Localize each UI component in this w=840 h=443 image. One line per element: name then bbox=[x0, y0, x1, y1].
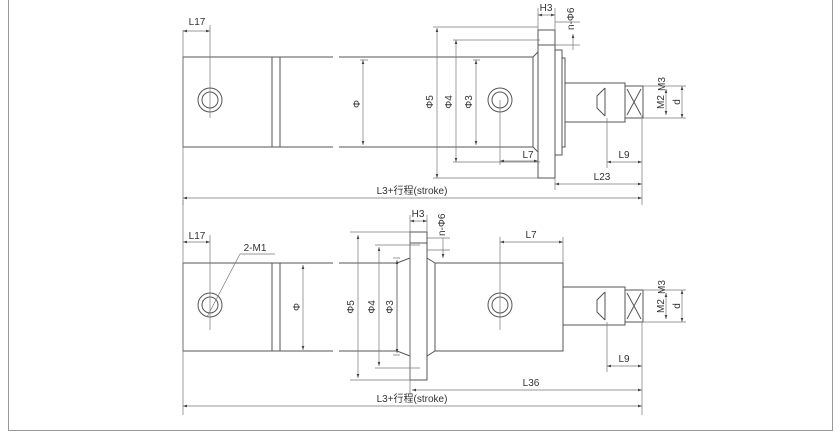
label-L17: L17 bbox=[189, 17, 206, 28]
label-n-phi6: n-Φ6 bbox=[566, 7, 577, 30]
bottom-dimensions bbox=[182, 200, 686, 415]
label-M3: M3 bbox=[657, 280, 668, 294]
label-H3: H3 bbox=[540, 3, 553, 14]
label-d: d bbox=[672, 99, 683, 105]
bottom-labels: L17 2-M1 H3 n-Φ6 Φ Φ5 Φ4 Φ3 L7 L9 L36 L3… bbox=[189, 209, 683, 405]
label-phi4: Φ4 bbox=[367, 300, 378, 314]
label-L7: L7 bbox=[525, 230, 537, 241]
label-M2: M2 bbox=[656, 95, 667, 109]
label-d: d bbox=[672, 303, 683, 309]
label-L17: L17 bbox=[189, 231, 206, 242]
label-L36: L36 bbox=[523, 378, 540, 389]
frame bbox=[8, 0, 833, 431]
label-L3-stroke: L3+行程(stroke) bbox=[377, 184, 448, 197]
label-phi5: Φ5 bbox=[425, 95, 436, 109]
label-n-phi6: n-Φ6 bbox=[437, 213, 448, 236]
label-M2: M2 bbox=[656, 299, 667, 313]
label-phi: Φ bbox=[292, 303, 303, 311]
label-phi5: Φ5 bbox=[346, 300, 357, 314]
label-H3: H3 bbox=[412, 209, 425, 220]
top-labels: L17 H3 n-Φ6 Φ Φ5 Φ4 Φ3 L7 L9 L23 L3+行程(s… bbox=[189, 3, 683, 197]
top-dimensions bbox=[182, 8, 686, 205]
label-M3: M3 bbox=[657, 77, 668, 91]
label-L9: L9 bbox=[618, 354, 630, 365]
label-L23: L23 bbox=[594, 172, 611, 183]
label-L3-stroke: L3+行程(stroke) bbox=[377, 392, 448, 405]
top-cylinder bbox=[182, 29, 644, 179]
label-phi3: Φ3 bbox=[385, 300, 396, 314]
label-phi: Φ bbox=[352, 100, 363, 108]
label-phi4: Φ4 bbox=[444, 95, 455, 109]
label-L7: L7 bbox=[522, 150, 534, 161]
label-2-M1: 2-M1 bbox=[244, 243, 267, 254]
label-phi3: Φ3 bbox=[464, 95, 475, 109]
label-L9: L9 bbox=[618, 150, 630, 161]
